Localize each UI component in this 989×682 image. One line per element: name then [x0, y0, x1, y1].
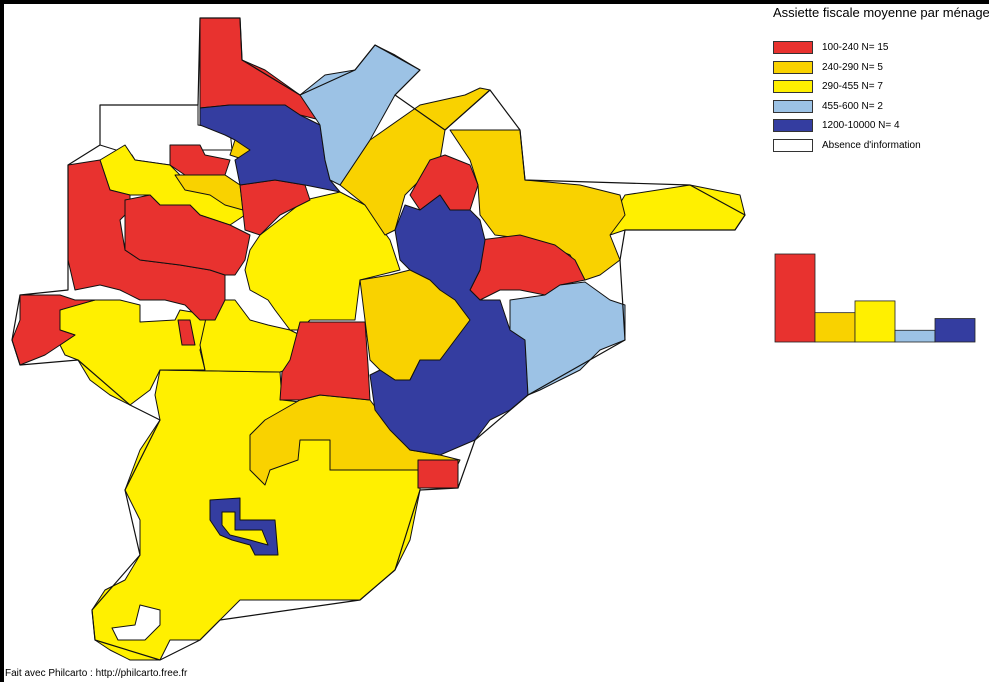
region-red-small-west: [177, 319, 196, 346]
legend-label: 455-600 N= 2: [822, 100, 883, 112]
region-red-center: [279, 321, 371, 401]
legend-swatch: [773, 99, 813, 113]
legend-item: 240-290 N= 5: [773, 58, 921, 78]
map-title: Assiette fiscale moyenne par ménage: [773, 5, 989, 20]
legend-swatch: [773, 60, 813, 74]
region-south-hole: [111, 604, 161, 641]
legend-item: 290-455 N= 7: [773, 77, 921, 97]
region-red-west-2: [124, 194, 251, 276]
legend-item: 1200-10000 N= 4: [773, 116, 921, 136]
region-blue-spot-hole: [221, 511, 269, 546]
region-lightblue-east: [509, 281, 626, 396]
credit-text: Fait avec Philcarto : http://philcarto.f…: [5, 668, 188, 679]
frame-top-border: [0, 0, 989, 4]
region-nw-orange: [174, 174, 244, 211]
legend-label: 290-455 N= 7: [822, 81, 883, 93]
map-legend: 100-240 N= 15 240-290 N= 5 290-455 N= 7 …: [773, 38, 921, 155]
region-center-yellow: [244, 191, 401, 331]
legend-label: 240-290 N= 5: [822, 61, 883, 73]
map-outline: [11, 17, 746, 661]
region-blue-north: [199, 104, 341, 193]
legend-label: 1200-10000 N= 4: [822, 120, 900, 132]
legend-label: Absence d'information: [822, 139, 921, 151]
legend-label: 100-240 N= 15: [822, 42, 889, 54]
frame-left-border: [0, 0, 4, 682]
legend-swatch: [773, 80, 813, 94]
region-ne-orange: [449, 129, 626, 281]
region-red-south-small: [417, 459, 459, 489]
legend-swatch: [773, 41, 813, 55]
region-east-yellow: [609, 184, 746, 236]
region-nw-yellow: [99, 144, 246, 226]
region-red-nw-small: [169, 144, 231, 176]
legend-swatch: [773, 119, 813, 133]
legend-swatch: [773, 138, 813, 152]
legend-item: 100-240 N= 15: [773, 38, 921, 58]
legend-item: 455-600 N= 2: [773, 97, 921, 117]
legend-item: Absence d'information: [773, 136, 921, 156]
